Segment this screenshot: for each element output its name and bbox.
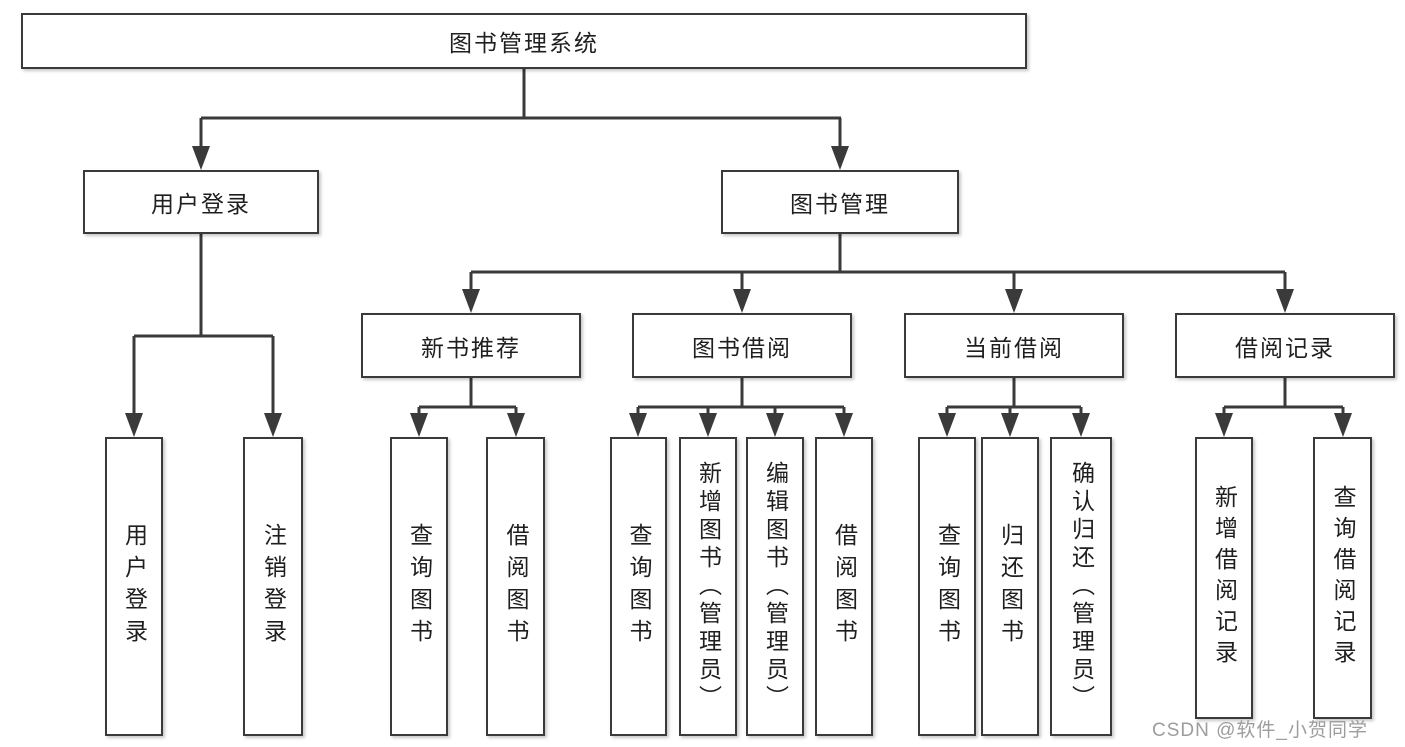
leaf-label: 编辑图书（管理员） [762,460,789,713]
node-book-management: 图书管理 [721,170,959,234]
leaf-label: 查询图书 [934,522,961,651]
leaf-borrow-book-recommend: 借阅图书 [486,437,545,736]
leaf-confirm-return-admin: 确认归还（管理员） [1050,437,1112,736]
leaf-add-borrow-record: 新增借阅记录 [1195,437,1253,719]
leaf-logout: 注销登录 [243,437,303,736]
leaf-borrow-book: 借阅图书 [815,437,873,736]
leaf-label: 归还图书 [997,522,1024,651]
leaf-query-book-current: 查询图书 [918,437,976,736]
leaf-label: 查询借阅记录 [1330,485,1356,671]
node-label: 用户登录 [151,191,251,217]
leaf-label: 查询图书 [406,522,433,651]
node-new-book-recommend: 新书推荐 [361,313,581,378]
node-label: 新书推荐 [421,334,521,361]
leaf-label: 借阅图书 [503,522,529,651]
leaf-label: 新增图书（管理员） [695,460,722,713]
leaf-user-login: 用户登录 [105,437,163,736]
leaf-label: 新增借阅记录 [1211,485,1238,671]
leaf-label: 借阅图书 [831,522,858,651]
leaf-label: 查询图书 [626,522,652,651]
leaf-query-book-borrow: 查询图书 [610,437,667,736]
node-current-borrowing: 当前借阅 [904,313,1124,378]
node-user-login: 用户登录 [83,170,319,234]
node-library-management-system: 图书管理系统 [21,13,1027,69]
leaf-query-borrow-record: 查询借阅记录 [1313,437,1372,719]
node-borrow-records: 借阅记录 [1175,313,1395,378]
node-book-borrowing: 图书借阅 [632,313,852,378]
leaf-return-book: 归还图书 [981,437,1039,736]
node-label: 借阅记录 [1235,334,1335,361]
leaf-edit-book-admin: 编辑图书（管理员） [746,437,804,736]
leaf-query-book-recommend: 查询图书 [390,437,448,736]
leaf-add-book-admin: 新增图书（管理员） [679,437,737,736]
leaf-label: 注销登录 [260,522,287,651]
node-label: 图书管理 [790,191,890,217]
leaf-label: 用户登录 [121,522,148,651]
node-label: 当前借阅 [964,334,1064,361]
node-label: 图书管理系统 [449,30,599,56]
leaf-label: 确认归还（管理员） [1068,460,1095,713]
watermark: CSDN @软件_小贺同学 [1152,720,1368,741]
node-label: 图书借阅 [692,334,792,361]
